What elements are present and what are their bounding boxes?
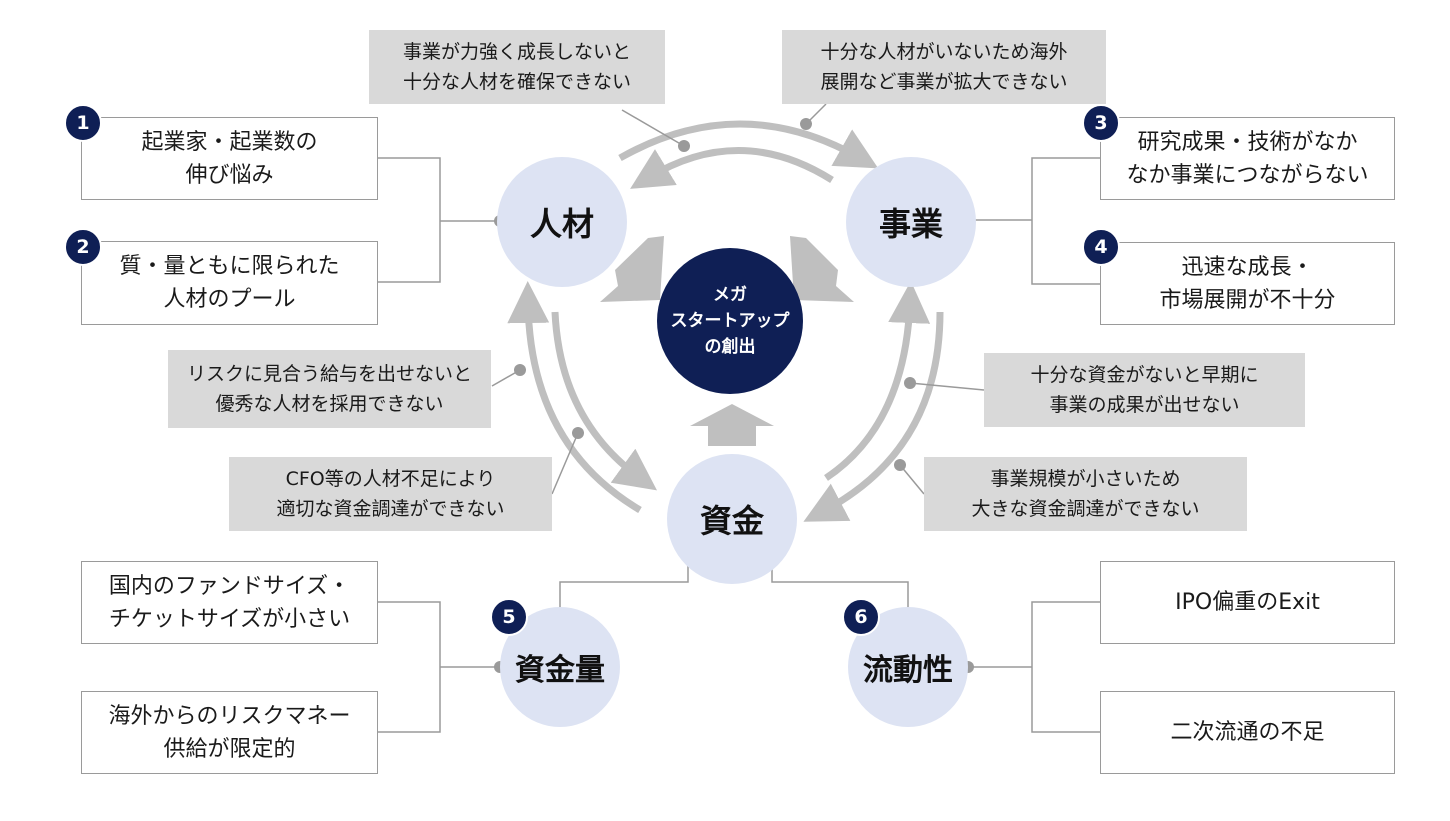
arrow-shikin-to-jinzai [507,281,642,514]
badge-5: 5 [490,598,528,636]
note-jinzai-to-shikin: CFO等の人材不足により 適切な資金調達ができない [229,457,552,531]
badge-6: 6 [842,598,880,636]
issue-box-4: 迅速な成長・ 市場展開が不十分 [1100,242,1395,325]
note-jigyo-to-jinzai: 事業が力強く成長しないと 十分な人材を確保できない [369,30,665,104]
badge-3: 3 [1082,104,1120,142]
node-jinzai: 人材 [497,157,627,287]
badge-1: 1 [64,104,102,142]
note-jinzai-to-jigyo: 十分な人材がいないため海外 展開など事業が拡大できない [782,30,1106,104]
block-arrow-from-shikin [690,404,774,446]
issue-box-3: 研究成果・技術がなか なか事業につながらない [1100,117,1395,200]
node-shikinryo: 資金量 [500,607,620,727]
badge-4: 4 [1082,228,1120,266]
note-shikin-to-jinzai: リスクに見合う給与を出せないと 優秀な人材を採用できない [168,350,491,428]
issue-box-1: 起業家・起業数の 伸び悩み [81,117,378,200]
node-shikin: 資金 [667,454,797,584]
issue-box-6b: 二次流通の不足 [1100,691,1395,774]
node-jigyo: 事業 [846,157,976,287]
center-mega-startup: メガ スタートアップ の創出 [657,248,803,394]
arrow-jigyo-to-jinzai [630,147,834,189]
issue-box-5b: 海外からのリスクマネー 供給が限定的 [81,691,378,774]
arrow-shikin-to-jigyo [824,281,931,481]
issue-box-2: 質・量ともに限られた 人材のプール [81,241,378,325]
note-shikin-to-jigyo: 十分な資金がないと早期に 事業の成果が出せない [984,353,1305,427]
block-arrow-from-jinzai [600,236,664,302]
issue-box-6a: IPO偏重のExit [1100,561,1395,644]
arrow-jinzai-to-shikin [551,311,657,491]
issue-box-5a: 国内のファンドサイズ・ チケットサイズが小さい [81,561,378,644]
note-jigyo-to-shikin: 事業規模が小さいため 大きな資金調達ができない [924,457,1247,531]
badge-2: 2 [64,228,102,266]
block-arrow-from-jigyo [790,236,854,302]
arrow-jinzai-to-jigyo [618,120,879,169]
arrow-jigyo-to-shikin [803,311,944,522]
